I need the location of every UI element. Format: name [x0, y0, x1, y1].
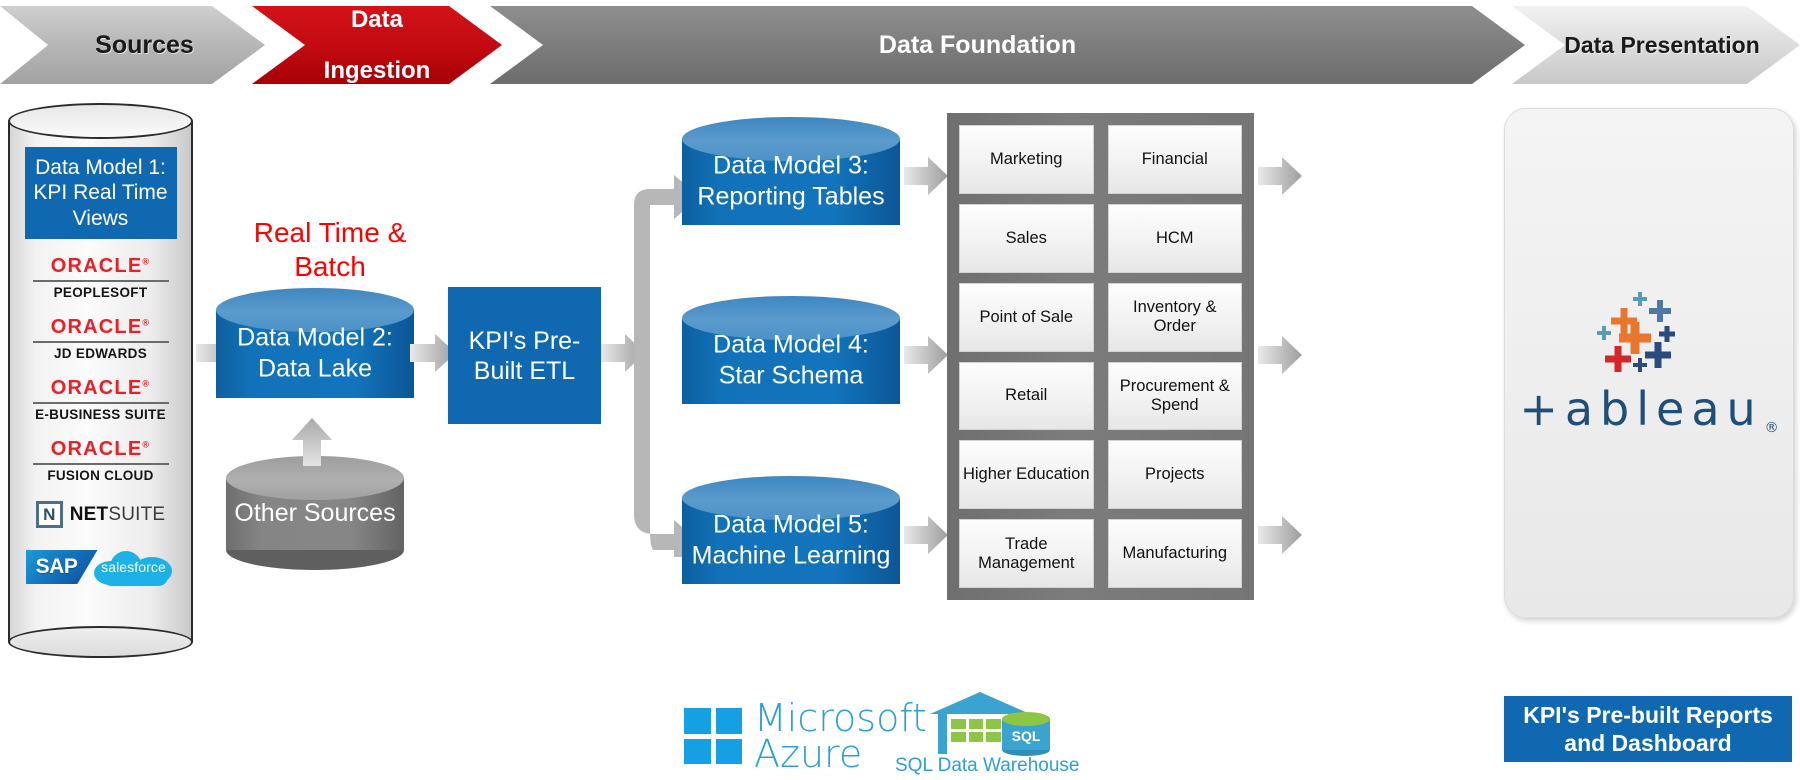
- oracle-brand-text: ORACLE: [50, 255, 143, 277]
- data-model-3-label: Data Model 3: Reporting Tables: [697, 151, 885, 211]
- real-time-batch-label: Real Time & Batch: [253, 217, 407, 283]
- oracle-wordmark: ORACLE®: [50, 438, 151, 460]
- subject-area-trade-management[interactable]: Trade Management: [959, 519, 1094, 588]
- subject-area-higher-education[interactable]: Higher Education: [959, 440, 1094, 510]
- oracle-brand-text: ORACLE: [50, 438, 143, 460]
- data-model-5-label: Data Model 5: Machine Learning: [691, 510, 891, 570]
- tableau-dashboard-panel[interactable]: +ableau ®: [1504, 108, 1794, 618]
- header-stage-data-presentation-label: Data Presentation: [1564, 31, 1760, 58]
- arrow-model5-to-subjects: [904, 515, 948, 555]
- subject-area-hcm[interactable]: HCM: [1107, 203, 1242, 273]
- arrow-subjects-to-tableau-bottom: [1258, 515, 1302, 555]
- netsuite-logo: NETSUITE: [35, 501, 166, 528]
- arrow-datalake-to-etl: [410, 333, 456, 373]
- oracle-wordmark: ORACLE®: [50, 255, 151, 277]
- tableau-wordmark-text: +ableau: [1519, 382, 1763, 436]
- data-model-4-label: Data Model 4: Star Schema: [713, 330, 869, 390]
- ingestion-label-line1: Data: [350, 6, 403, 34]
- header-stage-data-ingestion-label: Data Ingestion: [312, 7, 443, 83]
- salesforce-logo: salesforce: [92, 548, 176, 586]
- arrow-subjects-to-tableau-mid: [1258, 335, 1302, 375]
- header-stage-data-presentation: Data Presentation: [1512, 6, 1800, 84]
- subject-area-retail[interactable]: Retail: [959, 361, 1094, 431]
- sources-cylinder: Data Model 1: KPI Real Time Views ORACLE…: [8, 103, 193, 658]
- oracle-product-peoplesoft: PEOPLESOFT: [53, 285, 148, 300]
- oracle-divider: [32, 402, 169, 404]
- data-model-1-box: Data Model 1: KPI Real Time Views: [24, 147, 177, 239]
- subject-area-grid: Marketing Financial Sales HCM Point of S…: [947, 113, 1254, 600]
- subject-area-manufacturing[interactable]: Manufacturing: [1107, 519, 1242, 588]
- salesforce-label: salesforce: [101, 559, 166, 575]
- oracle-ebusiness-logo: ORACLE® E-BUSINESS SUITE: [27, 377, 175, 422]
- subject-area-projects[interactable]: Projects: [1107, 440, 1242, 510]
- windows-tiles-icon: [684, 708, 742, 765]
- arrow-model4-to-subjects: [904, 335, 948, 375]
- oracle-product-fusioncloud: FUSION CLOUD: [47, 468, 154, 483]
- sources-cylinder-bottom: [8, 626, 193, 658]
- data-model-2-label: Data Model 2: Data Lake: [237, 323, 393, 383]
- subject-area-point-of-sale[interactable]: Point of Sale: [959, 282, 1094, 352]
- netsuite-bold-text: NET: [69, 503, 109, 525]
- sap-logo: SAP: [25, 550, 98, 584]
- oracle-divider: [32, 280, 169, 282]
- oracle-peoplesoft-logo: ORACLE® PEOPLESOFT: [27, 255, 175, 300]
- netsuite-wordmark: NETSUITE: [70, 504, 166, 526]
- netsuite-light-text: SUITE: [108, 503, 166, 525]
- tableau-registered-mark: ®: [1764, 420, 1779, 436]
- azure-line1: Microsoft: [754, 696, 927, 740]
- sql-badge-label: SQL: [1011, 728, 1041, 744]
- ingestion-label-line2: Ingestion: [323, 56, 431, 84]
- oracle-brand-text: ORACLE: [50, 316, 143, 338]
- etl-box: KPI's Pre-Built ETL: [448, 287, 601, 424]
- header-stage-data-foundation-label: Data Foundation: [878, 30, 1077, 59]
- header-stage-sources: Sources: [0, 6, 265, 84]
- subject-area-inventory-order[interactable]: Inventory & Order: [1107, 282, 1242, 352]
- tableau-plus-marks-icon: [1589, 290, 1709, 376]
- sql-cylinder-icon: SQL: [1002, 712, 1050, 756]
- oracle-product-jdedwards: JD EDWARDS: [53, 346, 147, 361]
- subject-area-marketing[interactable]: Marketing: [959, 125, 1094, 194]
- oracle-divider: [32, 341, 169, 343]
- other-sources-cylinder: Other Sources: [226, 456, 404, 570]
- subject-area-financial[interactable]: Financial: [1107, 125, 1242, 194]
- arrow-othersources-to-datalake: [290, 418, 334, 466]
- subject-area-sales[interactable]: Sales: [959, 203, 1094, 273]
- kpi-reports-caption: KPI's Pre-built Reports and Dashboard: [1504, 696, 1792, 762]
- oracle-jdedwards-logo: ORACLE® JD EDWARDS: [27, 316, 175, 361]
- microsoft-azure-logo: Microsoft Azure: [684, 699, 927, 777]
- header-stage-sources-label: Sources: [95, 30, 194, 59]
- oracle-divider: [32, 463, 169, 465]
- oracle-brand-text: ORACLE: [50, 377, 143, 399]
- header-stage-data-ingestion: Data Ingestion: [252, 6, 502, 84]
- data-model-2-cylinder: Data Model 2: Data Lake: [216, 288, 414, 418]
- sap-salesforce-logos: SAP salesforce: [25, 548, 176, 586]
- data-model-3-cylinder: Data Model 3: Reporting Tables: [682, 117, 900, 245]
- sap-label: SAP: [35, 555, 78, 578]
- data-model-5-cylinder: Data Model 5: Machine Learning: [682, 476, 900, 604]
- sql-data-warehouse-logo: SQL SQL Data Warehouse: [895, 692, 1080, 777]
- netsuite-mark-icon: [35, 501, 63, 528]
- oracle-wordmark: ORACLE®: [50, 316, 151, 338]
- warehouse-icon: SQL: [926, 692, 1050, 756]
- subject-area-procurement-spend[interactable]: Procurement & Spend: [1107, 361, 1242, 431]
- data-model-4-cylinder: Data Model 4: Star Schema: [682, 296, 900, 424]
- sql-data-warehouse-caption: SQL Data Warehouse: [895, 755, 1080, 776]
- azure-line2: Azure: [754, 732, 863, 777]
- arrow-model3-to-subjects: [904, 156, 948, 196]
- header-stage-data-foundation: Data Foundation: [490, 6, 1525, 84]
- pipeline-header: Sources Data Ingestion Data Foundation D…: [0, 6, 1800, 84]
- oracle-wordmark: ORACLE®: [50, 377, 151, 399]
- arrow-subjects-to-tableau-top: [1258, 156, 1302, 196]
- azure-wordmark: Microsoft Azure: [754, 699, 927, 777]
- oracle-fusioncloud-logo: ORACLE® FUSION CLOUD: [27, 438, 175, 483]
- sources-cylinder-top: [8, 103, 193, 139]
- other-sources-label: Other Sources: [234, 498, 396, 527]
- oracle-product-ebusiness: E-BUSINESS SUITE: [35, 407, 166, 422]
- tableau-wordmark: +ableau ®: [1519, 382, 1778, 436]
